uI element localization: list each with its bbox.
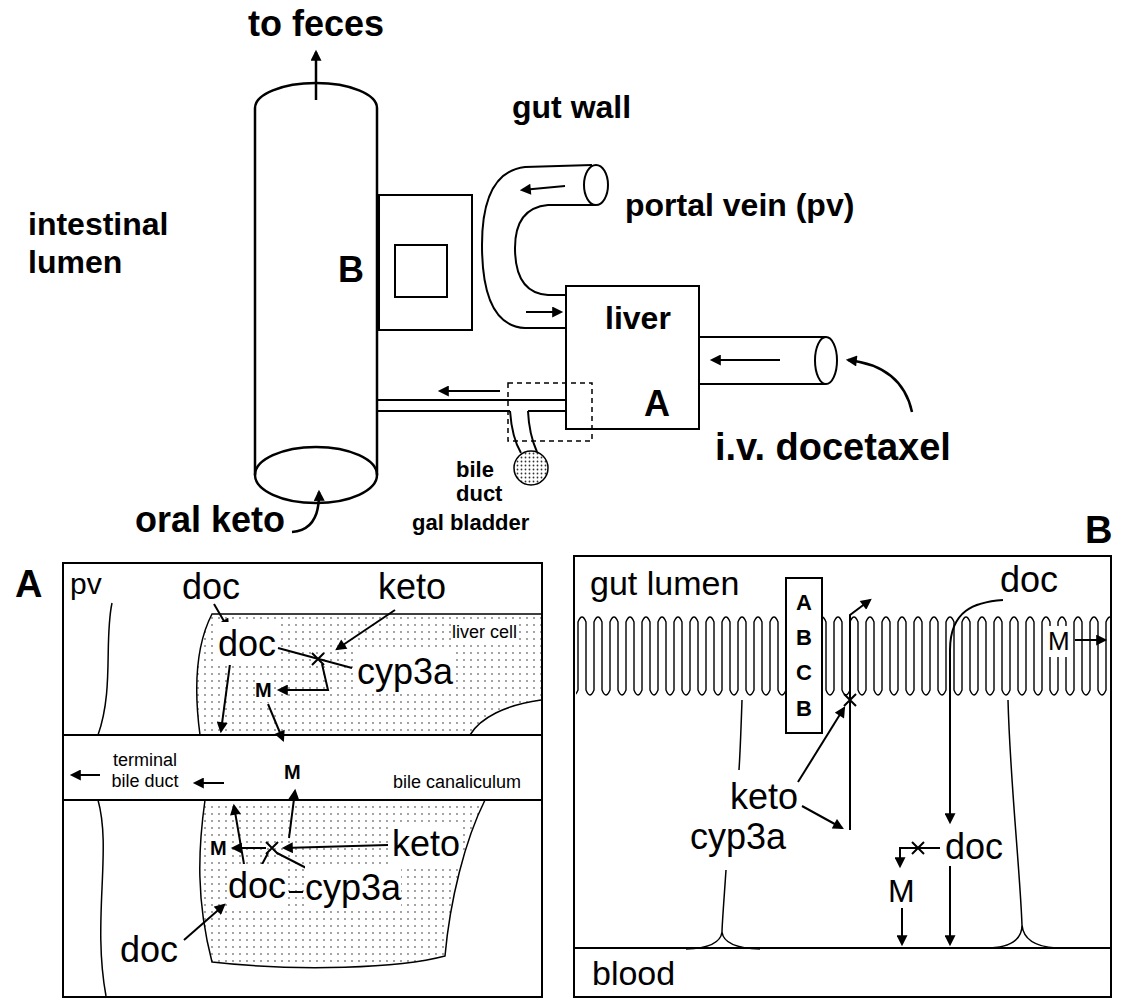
cell-outline: [470, 700, 541, 735]
iv-vessel: [700, 337, 826, 384]
excretion-arrow: [289, 791, 295, 838]
panel-letter: B: [1085, 508, 1112, 554]
region-label: intestinal lumen: [28, 205, 198, 282]
flow-arrow: [526, 311, 561, 313]
vein-opening: [584, 165, 608, 205]
flow-arrow: [195, 782, 224, 784]
panel-frame: A B C BB: [573, 555, 1112, 998]
region-label: gut lumen: [590, 563, 739, 604]
dose-arrow: [848, 360, 912, 412]
transporter-box: A B C B: [785, 577, 823, 734]
bile-duct: [377, 400, 565, 411]
region-label: blood: [592, 953, 675, 994]
inhibition-arrow: [337, 610, 395, 649]
organ-label: liver: [605, 299, 671, 337]
gut-wall: [379, 195, 472, 330]
dose-label: oral keto: [135, 498, 285, 541]
dose-arrow: [292, 492, 319, 532]
uptake-arrow: [950, 600, 1003, 822]
drug-label: doc: [218, 622, 276, 665]
excretion-arrow: [234, 806, 245, 870]
drug-label: doc: [228, 864, 286, 907]
block-mark: [266, 842, 278, 854]
flow-label: to feces: [248, 2, 384, 45]
flow-arrow: [72, 774, 100, 776]
intestine-opening: [255, 447, 377, 503]
flow-arrow: [522, 186, 565, 190]
flow-arrow: [1075, 639, 1105, 641]
gut-wall-detail: [395, 245, 447, 297]
panel-letter: A: [15, 562, 42, 608]
vessel-label: portal vein (pv): [625, 186, 854, 224]
enzyme-label: cyp3a: [690, 815, 786, 858]
vessel-label: pv: [70, 566, 102, 602]
metabolite-arrow: [279, 664, 328, 690]
absorption-arrow: [901, 908, 903, 944]
organ-box: liverA: [565, 285, 700, 430]
metabolite-label: M: [284, 760, 301, 784]
metabolism-line: [278, 648, 352, 668]
inhibition-arrow: [802, 806, 842, 828]
cell-border: [686, 870, 760, 949]
drug-label: doc: [1000, 558, 1058, 601]
portal-vein: [482, 165, 592, 328]
inhibition-arrow: [284, 845, 388, 848]
dose-label: i.v. docetaxel: [715, 425, 951, 471]
block-mark: [844, 694, 856, 706]
organ-label: gal bladder: [412, 510, 529, 536]
metabolite-label: M: [888, 872, 915, 910]
efflux-arrow: [850, 600, 870, 830]
absorption-arrow: [949, 866, 951, 944]
blood-vessel-wall: [575, 947, 1110, 949]
vessel-opening: [815, 337, 837, 384]
gall-bladder: [514, 451, 548, 485]
drug-label: doc: [945, 825, 1003, 868]
transporter-label: A B C B: [794, 585, 814, 726]
duct-label: bile duct: [456, 458, 506, 506]
region-label: liver cell: [452, 622, 517, 644]
region-label: gut wall: [512, 88, 631, 126]
flow-arrow: [315, 52, 318, 100]
metabolite-label: M: [1048, 626, 1070, 657]
flow-arrow: [712, 359, 780, 361]
panel-letter: A: [644, 382, 670, 425]
excretion-arrow: [221, 664, 230, 731]
panel-letter: B: [338, 248, 364, 291]
sinusoid-wall: [98, 800, 106, 996]
drug-label: keto: [730, 775, 798, 818]
excretion-arrow: [268, 704, 283, 740]
cell-outline: [197, 614, 541, 735]
liver-cell: [200, 800, 485, 968]
metabolite-label: M: [210, 836, 227, 860]
portal-vein: [515, 205, 596, 295]
zoom-frame: [508, 383, 592, 441]
metabolite-arrow: [233, 847, 266, 849]
intestine-cylinder: [255, 83, 377, 475]
drug-label: keto: [392, 822, 460, 865]
enzyme-label: cyp3a: [305, 866, 401, 909]
enzyme-label: cyp3a: [357, 650, 453, 693]
duct-label: terminal bile duct: [105, 750, 185, 791]
cystic-duct: [510, 411, 537, 453]
flow-arrow: [440, 390, 500, 392]
metabolite-label: M: [255, 678, 272, 702]
sinusoid-wall: [98, 603, 112, 735]
uptake-arrow: [184, 905, 224, 940]
duct-label: bile canaliculum: [393, 772, 521, 794]
canaliculus-wall: [64, 735, 541, 800]
metabolism-line: [289, 891, 303, 893]
liver-cell: [197, 614, 541, 735]
drug-label: doc: [182, 565, 240, 608]
cell-border: [739, 700, 742, 770]
villi: [576, 608, 1110, 704]
block-mark: [912, 842, 924, 854]
block-mark: [312, 653, 324, 665]
drug-label: doc: [120, 928, 178, 971]
drug-label: keto: [378, 565, 446, 608]
cell-border: [990, 700, 1056, 948]
